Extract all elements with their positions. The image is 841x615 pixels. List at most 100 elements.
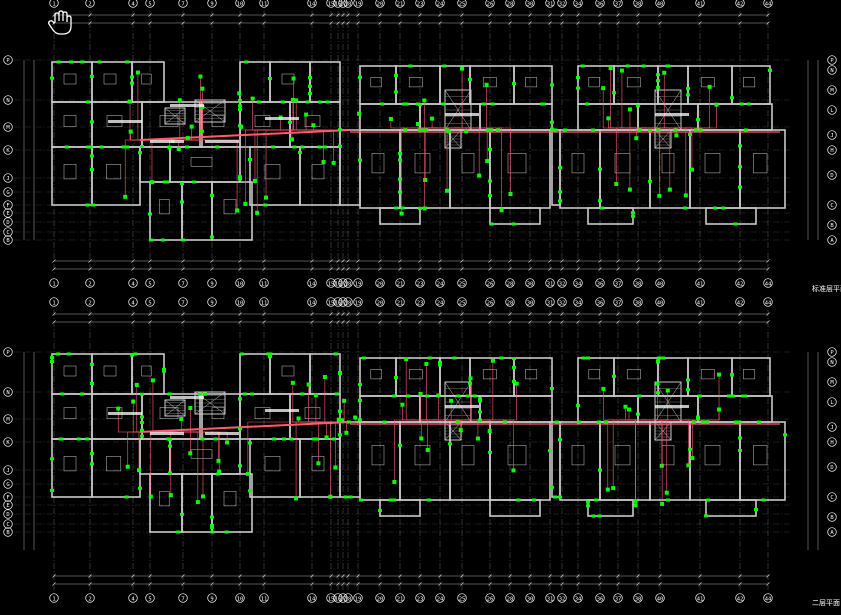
axis-bubble [415,278,425,288]
wall-outlet-symbol [69,60,74,64]
wall-outlet-symbol [282,437,287,441]
electrical-device-symbol [484,82,489,87]
dimension-tick [528,13,532,17]
wall-outlet-symbol [656,360,660,364]
room-wall [51,61,93,103]
branch-wire [665,104,717,129]
room-wall [613,357,659,397]
axis-bubble-label: 37 [615,1,622,7]
wall-outlet-symbol [400,206,405,210]
branch-wire [608,118,665,129]
room-fixture [482,77,497,88]
axis-bubble [326,297,336,307]
electrical-device-symbol [608,66,613,71]
electrical-device-symbol [316,461,321,466]
dimension-tick [738,13,742,17]
branch-wire [665,127,671,190]
axis-bubble [395,297,405,307]
axis-row-label: G [6,482,9,488]
dimension-tick [576,320,580,324]
axis-bubble [485,278,495,288]
electrical-device-symbol [245,471,250,476]
wall-outlet-symbol [456,394,461,398]
wall-outlet-symbol [636,104,640,108]
wall-outlet-symbol [478,399,482,403]
axis-bubble-label: 37 [615,596,622,602]
axis-bubble-label: 10 [237,300,244,306]
dimension-tick [356,21,360,25]
axis-bubble [259,297,269,307]
dimension-tick [262,574,266,578]
dimension-tick [738,312,742,316]
wall-outlet-symbol [512,357,516,361]
dimension-tick [438,259,442,263]
electrical-device-symbol [655,381,660,386]
axis-bubble [49,278,59,288]
axis-row-bubble [3,414,13,424]
electrical-device-symbol [255,210,260,215]
axis-bubble [457,297,467,307]
wall-outlet-symbol [318,100,323,104]
axis-row-label: B [6,530,10,536]
electrical-device-symbol [674,133,679,138]
electrical-device-symbol [683,193,688,198]
wall-outlet-symbol [64,145,69,149]
dimension-tick [336,259,340,263]
axis-row-bubble [3,208,13,218]
axis-bubble-label: 44 [765,281,772,287]
room-fixture [63,164,77,180]
electrical-device-symbol [614,181,619,186]
room-wall [51,438,93,498]
wall-outlet-symbol [665,498,670,502]
axis-bubble [435,0,445,8]
wall-outlet-symbol [404,102,409,106]
wall-outlet-symbol [478,397,482,401]
dimension-tick [310,312,314,316]
dimension-tick [418,259,422,263]
wall-outlet-symbol [338,409,342,413]
dimension-tick [418,13,422,17]
axis-bubble [128,593,138,603]
dimension-tick [356,312,360,316]
room-fixture [311,164,325,180]
room-wall [211,181,253,241]
axis-row-bubble-right [827,220,837,230]
branch-wire [450,400,455,421]
annotation-mark [150,432,184,435]
axis-bubble-label: 11 [261,281,268,287]
wall-outlet-symbol [305,100,310,104]
dimension-tick [131,312,135,316]
dimension-tick [336,21,340,25]
wall-outlet-symbol [50,488,54,492]
axis-bubble-label: 16 [335,596,342,602]
dimension-tick [548,21,552,25]
room-fixture [370,77,382,88]
wall-outlet-symbol [180,182,184,186]
branch-wire [665,419,689,466]
axis-bubble-label: 36 [597,300,604,306]
branch-wire [300,384,309,423]
axis-row-bubble [3,492,13,502]
axis-bubble-label: 42 [737,281,744,287]
axis-bubble-label: 26 [487,1,494,7]
room-wall [239,393,291,440]
dimension-tick [336,574,340,578]
dimension-tick [88,21,92,25]
wall-outlet-symbol [586,500,590,504]
floor-plans-layer [50,60,787,534]
wall-outlet-symbol [138,151,142,155]
dimension-tick [488,21,492,25]
dimension-tick [438,267,442,271]
wall-outlet-symbol [682,206,687,210]
room-wall [449,129,491,209]
axis-bubble [735,0,745,8]
wall-outlet-symbol [97,60,102,64]
wall-outlet-symbol [558,199,562,203]
axis-row-bubble-right [827,512,837,522]
room-wall [181,181,213,241]
electrical-device-symbol [294,98,299,103]
wall-outlet-symbol [90,462,94,466]
main-feeder-wire [139,129,351,141]
axis-row-label-right: N [830,68,833,74]
